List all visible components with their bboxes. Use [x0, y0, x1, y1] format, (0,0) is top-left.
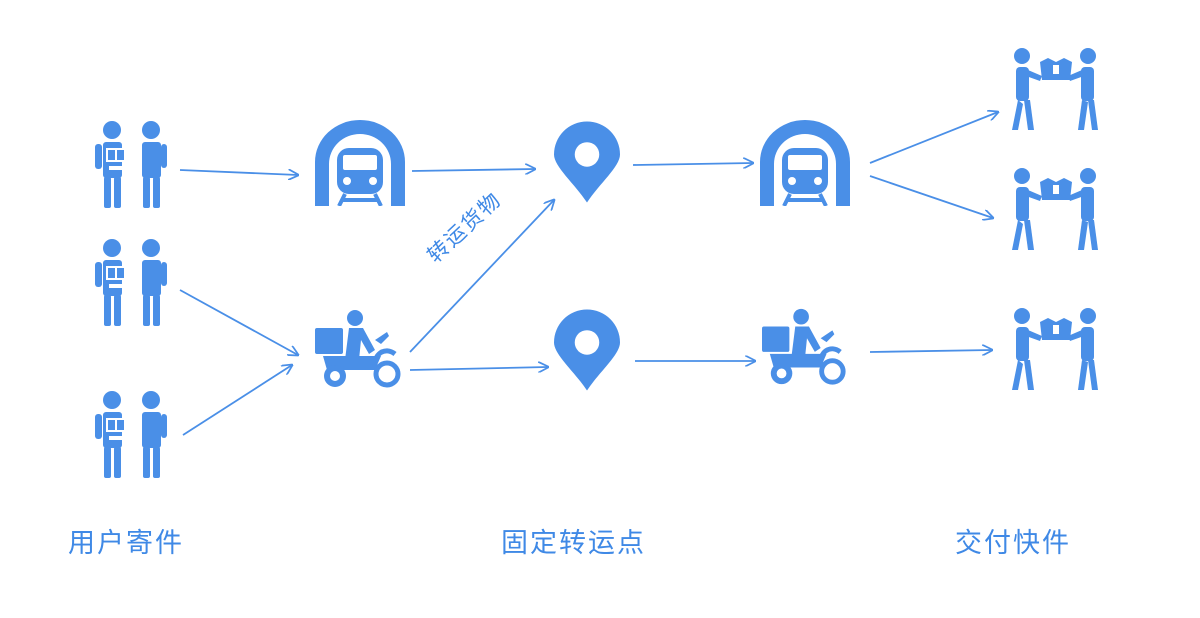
subway-train-icon [760, 120, 850, 206]
arrow-metro2-to-handover1 [869, 112, 998, 164]
sender-icon [95, 391, 167, 478]
delivery-scooter-icon [762, 309, 843, 384]
arrow-sender2-to-scooter1 [179, 289, 298, 355]
subway-train-icon [315, 120, 405, 206]
map-pin-icon [554, 121, 620, 203]
arrow-scooter1-to-pin1 [409, 200, 554, 353]
flow-arrows [179, 112, 998, 436]
column-label-fixed-station: 固定转运点 [501, 528, 646, 559]
arrow-metro2-to-handover2 [869, 175, 993, 218]
arrow-sender3-to-scooter1 [182, 365, 292, 436]
sender-icon [95, 121, 167, 208]
column-label-user-send: 用户寄件 [68, 528, 184, 559]
column-label-deliver-parcel: 交付快件 [955, 528, 1071, 559]
map-pin-icon [554, 309, 620, 391]
arrow-pin1-to-metro2 [632, 163, 753, 165]
arrow-scooter2-to-handover3 [869, 350, 992, 352]
arrow-scooter1-to-pin2 [409, 367, 548, 370]
parcel-handover-icon [1012, 168, 1098, 250]
arrow-metro1-to-pin1 [411, 169, 535, 171]
arrow-sender1-to-metro1 [179, 170, 298, 175]
parcel-handover-icon [1012, 48, 1098, 130]
parcel-handover-icon [1012, 308, 1098, 390]
sender-icon [95, 239, 167, 326]
delivery-scooter-icon [315, 310, 398, 387]
